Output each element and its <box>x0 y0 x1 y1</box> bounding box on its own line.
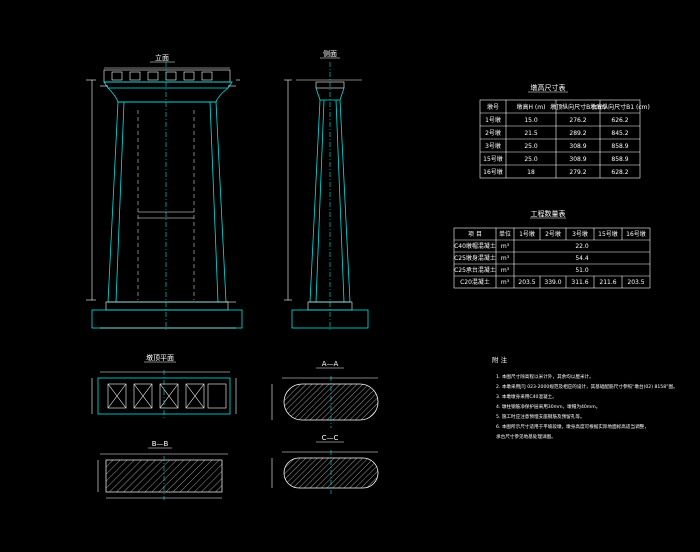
quantity-table-cell: m³ <box>501 243 510 250</box>
note-line: 4. 墩柱钢筋净保护层采用30mm，墩帽为40mm。 <box>496 403 600 410</box>
quantity-table-header-cell: 3号墩 <box>572 230 588 238</box>
front-elevation-title: 立面 <box>155 53 169 62</box>
notes-block: 附 注 1. 本图尺寸除高程以米计外，其余均以厘米计。 2. 本墩采用JTJ 02… <box>492 355 678 440</box>
size-table-cell: 15.0 <box>524 117 538 124</box>
size-table-cell: 845.2 <box>611 130 628 137</box>
quantity-table-cell: C20混凝土 <box>460 278 490 286</box>
quantity-table-cell: C40墩帽混凝土 <box>454 242 496 250</box>
section-a-title: A—A <box>322 360 339 368</box>
size-table-cell: 25.0 <box>524 156 538 163</box>
size-table-cell: 18 <box>527 169 535 176</box>
quantity-table-title: 工程数量表 <box>531 209 566 218</box>
quantity-table-merged-cell: 54.4 <box>575 255 589 262</box>
pier-size-table: 墩高尺寸表 墩号 墩高H (m) 墩顶纵向尺寸B (cm)墩底纵向尺寸B1 (cm)… <box>479 83 650 179</box>
size-table-cell: 2号墩 <box>485 129 501 137</box>
size-table-header-cell: 墩号 <box>487 103 499 111</box>
note-line: 3. 本墩墩身采用C40混凝土。 <box>496 393 557 400</box>
quantity-table-cell: 203.5 <box>627 279 644 286</box>
quantity-table-cell: m³ <box>501 255 510 262</box>
size-table-cell: 3号墩 <box>485 142 501 150</box>
note-line: 承台尺寸参见地基处理详图。 <box>496 433 556 440</box>
quantity-table-cell: 311.6 <box>571 279 588 286</box>
side-elevation-title: 侧面 <box>323 49 337 58</box>
size-table-cell: 1号墩 <box>485 116 501 124</box>
size-table-cell: 289.2 <box>569 130 586 137</box>
section-c-c: C—C <box>271 434 379 494</box>
size-table-cell: 25.0 <box>524 143 538 150</box>
quantity-table-header-cell: 15号墩 <box>598 230 618 238</box>
quantity-table-header-cell: 16号墩 <box>626 230 646 238</box>
note-line: 5. 施工时应注意预埋支座钢筋及预留孔等。 <box>496 413 585 420</box>
plan-top-title: 墩顶平面 <box>146 353 174 362</box>
note-line: 1. 本图尺寸除高程以米计外，其余均以厘米计。 <box>496 373 594 380</box>
size-table-cell: 628.2 <box>611 169 628 176</box>
quantity-table-merged-cell: 22.0 <box>575 243 589 250</box>
section-b-title: B—B <box>152 440 169 448</box>
size-table-cell: 626.2 <box>611 117 628 124</box>
quantity-table-cell: 339.0 <box>544 279 561 286</box>
side-elevation: 侧面 <box>284 49 369 330</box>
size-table-header-cell: 墩高H (m) <box>517 103 546 111</box>
size-table-cell: 858.9 <box>611 156 628 163</box>
plan-top-view: 墩顶平面 <box>91 353 237 420</box>
size-table-cell: 279.2 <box>569 169 586 176</box>
note-line: 2. 本墩采用JTJ 023-2000规范及相应的设计，其基础配筋尺寸参照“墩台… <box>496 383 678 390</box>
quantity-table-cell: m³ <box>501 279 510 286</box>
quantity-table-header-cell: 1号墩 <box>519 230 535 238</box>
plan-cells <box>107 383 227 409</box>
front-elevation: 立面 <box>86 53 243 330</box>
section-a-a: A—A <box>271 360 379 428</box>
size-table-cell: 15号墩 <box>483 155 503 163</box>
size-table-cell: 308.9 <box>569 143 586 150</box>
size-table-cell: 16号墩 <box>483 168 503 176</box>
size-table-cell: 276.2 <box>569 117 586 124</box>
notes-heading: 附 注 <box>492 355 508 364</box>
size-table-header-cell: 墩底纵向尺寸B1 (cm) <box>590 103 650 111</box>
size-table-header-cell: 墩顶纵向尺寸B (cm) <box>550 103 606 111</box>
quantity-table-header-cell: 2号墩 <box>545 230 561 238</box>
front-cap-blocks <box>111 71 213 81</box>
quantity-table-header-cell: 单位 <box>499 230 511 238</box>
quantity-table-merged-cell: 51.0 <box>575 267 589 274</box>
size-table-cell: 858.9 <box>611 143 628 150</box>
note-line: 6. 本图所示尺寸适用于平坡段墩，墩身高度可根据实际地面标高适当调整， <box>496 423 649 430</box>
quantity-table-cell: C25墩身混凝土 <box>454 254 496 262</box>
quantity-table: 工程数量表 项 目 单位 1号墩 2号墩 3号墩 15号墩 16号墩 C40墩帽混凝土 m³ 22… <box>453 209 651 289</box>
section-c-title: C—C <box>322 434 339 442</box>
quantity-table-cell: 203.5 <box>518 279 535 286</box>
section-b-b: B—B <box>97 440 228 500</box>
quantity-table-cell: C25承台混凝土 <box>454 266 496 274</box>
quantity-table-cell: m³ <box>501 267 510 274</box>
quantity-table-header-cell: 项 目 <box>468 231 482 238</box>
size-table-title: 墩高尺寸表 <box>531 83 566 92</box>
size-table-cell: 21.5 <box>524 130 538 137</box>
quantity-table-cell: 211.6 <box>599 279 616 286</box>
size-table-cell: 308.9 <box>569 156 586 163</box>
